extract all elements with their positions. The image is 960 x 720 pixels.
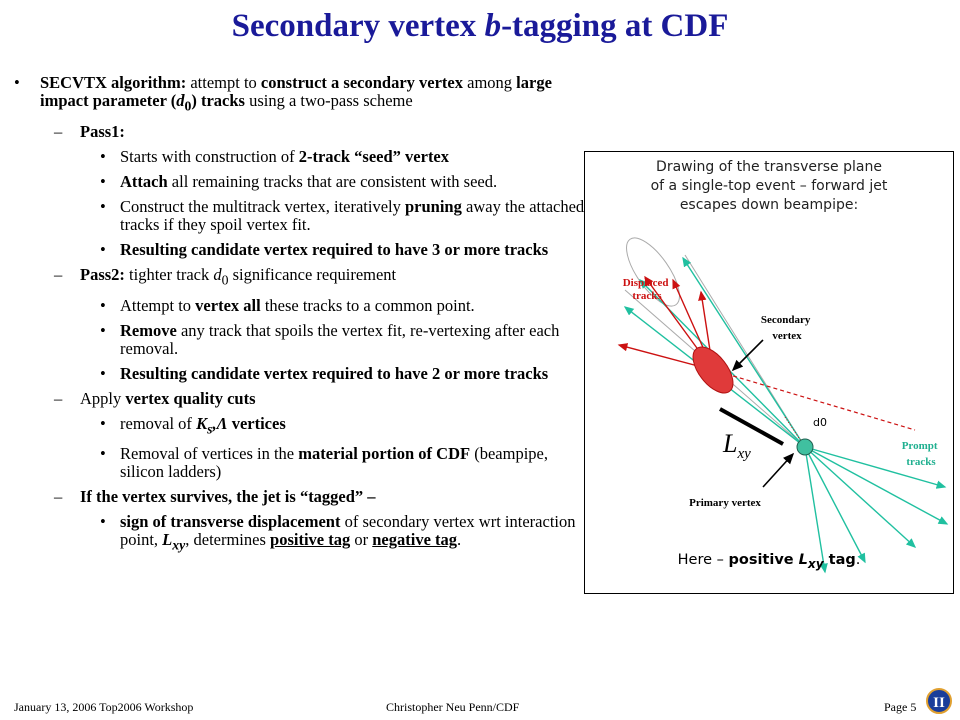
slide-title: Secondary vertex b-tagging at CDF [231, 8, 729, 44]
footer-date: January 13, 2006 Top2006 Workshop [14, 700, 194, 714]
footer-author: Christopher Neu Penn/CDF [386, 700, 520, 714]
item-pass1: –Pass1: [54, 122, 125, 142]
item-quality: –Apply vertex quality cuts [54, 388, 256, 408]
slide-content: • SECVTX algorithm: attempt to construct… [14, 74, 594, 561]
item-pass1-result: •Resulting candidate vertex required to … [100, 240, 549, 260]
vertex-diagram: Drawing of the transverse plane of a sin… [584, 151, 954, 594]
item-pass2-remove: •Remove any track that spoils the vertex… [100, 320, 560, 358]
secondary-vertex-pointer [731, 339, 764, 372]
bullet-secvtx: • SECVTX algorithm: attempt to construct… [14, 73, 552, 114]
prompt-tracks [623, 256, 949, 574]
primary-vertex-pointer [762, 452, 795, 488]
item-pass1-prune: •Construct the multitrack vertex, iterat… [100, 197, 585, 235]
item-pass2: –Pass2: tighter track d0 significance re… [54, 265, 397, 288]
diagram-svg: Displaced tracks Secondary vertex Prompt… [617, 237, 949, 574]
item-pass2-result: •Resulting candidate vertex required to … [100, 363, 549, 383]
primary-vertex-label: Primary vertex [689, 497, 761, 509]
item-tagged-sign: •sign of transverse displacement of seco… [100, 511, 576, 553]
primary-vertex-circle [796, 438, 814, 456]
cdf-logo: II [926, 688, 952, 714]
lxy-dashed-line [712, 369, 916, 431]
diagram-caption: Drawing of the transverse plane of a sin… [650, 159, 888, 213]
item-pass1-attach: •Attach all remaining tracks that are co… [100, 172, 498, 192]
diagram-bottom-note: Here – positive Lxy tag. [677, 552, 861, 571]
prompt-label: Prompt tracks [902, 440, 941, 468]
lxy-arrow [719, 407, 784, 446]
item-quality-ks: •removal of Ks,Λ vertices [100, 413, 286, 436]
lxy-label: Lxy [722, 429, 751, 462]
secondary-vertex-label: Secondary vertex [761, 314, 813, 342]
footer-page: Page 5 [884, 700, 917, 714]
item-pass2-vertex: •Attempt to vertex all these tracks to a… [100, 295, 475, 315]
item-quality-material: •Removal of vertices in the material por… [100, 443, 548, 481]
d0-label: d0 [813, 416, 827, 429]
item-tagged: –If the vertex survives, the jet is “tag… [54, 486, 376, 506]
secondary-vertex-ellipse [692, 346, 734, 394]
item-pass1-seed: •Starts with construction of 2-track “se… [100, 147, 450, 167]
displaced-label: Displaced tracks [623, 277, 672, 302]
